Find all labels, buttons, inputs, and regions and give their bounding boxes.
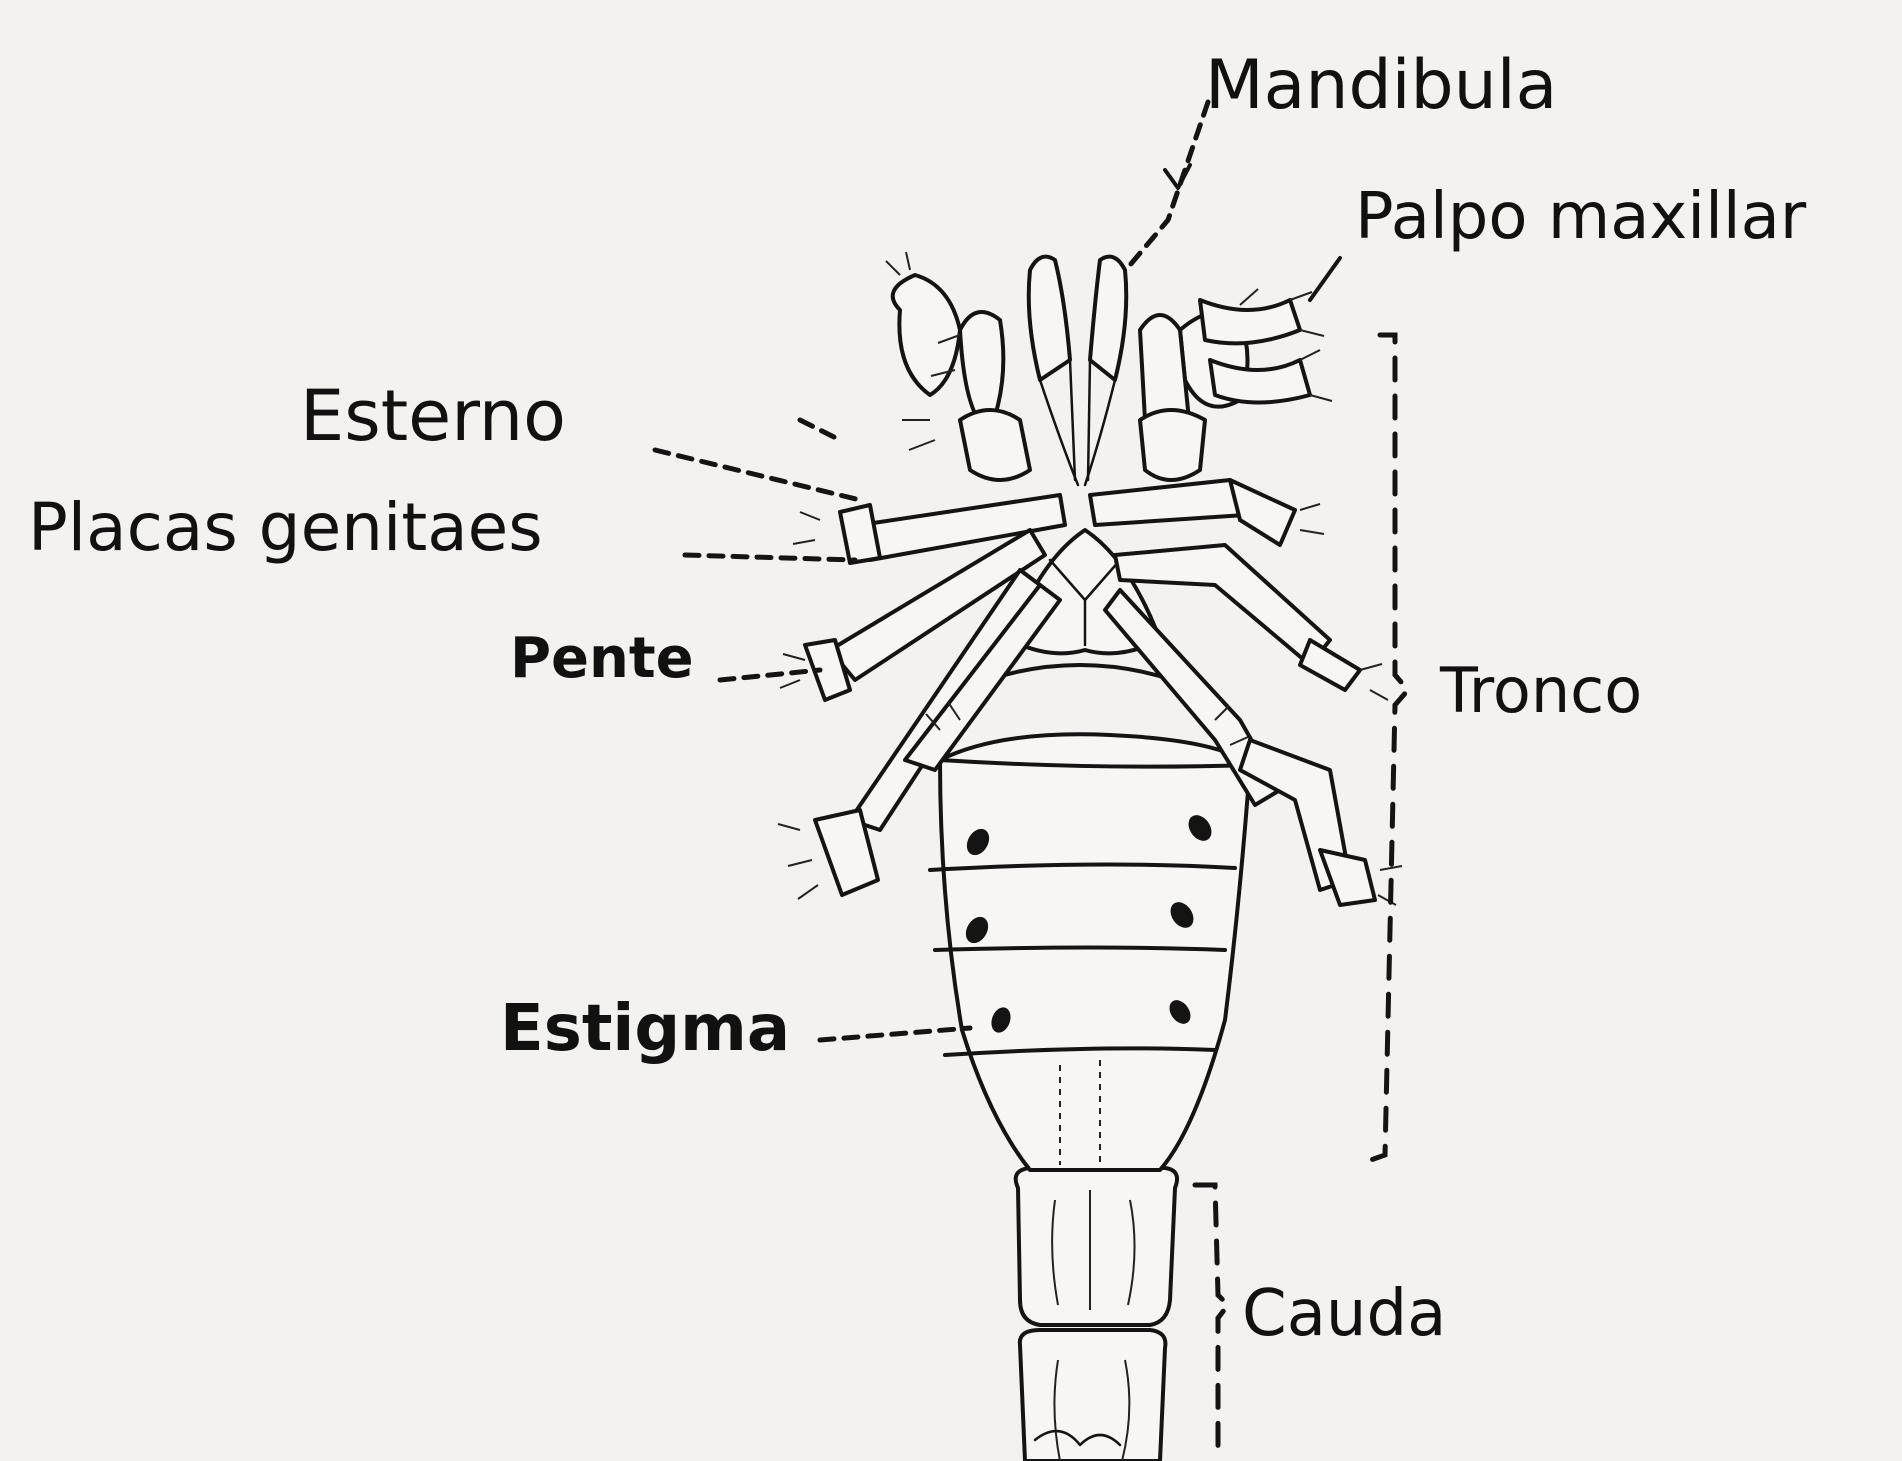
esterno-leader (655, 420, 860, 500)
head (886, 252, 1332, 485)
labels: Mandibula Palpo maxillar Esterno Placas … (28, 46, 1807, 1351)
label-pente: Pente (510, 626, 694, 691)
label-estigma: Estigma (500, 992, 790, 1066)
cauda-bracket (1195, 1185, 1228, 1461)
label-cauda: Cauda (1242, 1277, 1446, 1351)
label-mandibula: Mandibula (1205, 46, 1557, 125)
tail-segments (1016, 1168, 1177, 1461)
estigma-leader (820, 1028, 970, 1040)
mandibula-arrowhead (1165, 165, 1190, 188)
abdomen (930, 734, 1250, 1170)
pente-leader (720, 670, 820, 680)
placas-genitaes-leader (685, 555, 855, 560)
label-esterno: Esterno (300, 375, 566, 457)
label-palpo-maxillar: Palpo maxillar (1355, 180, 1807, 254)
palpo-maxillar-leader (1310, 258, 1340, 300)
label-tronco: Tronco (1439, 654, 1642, 727)
label-placas-genitaes: Placas genitaes (28, 489, 543, 566)
tronco-bracket (1365, 335, 1408, 1162)
mandibula-leader (1130, 102, 1208, 265)
